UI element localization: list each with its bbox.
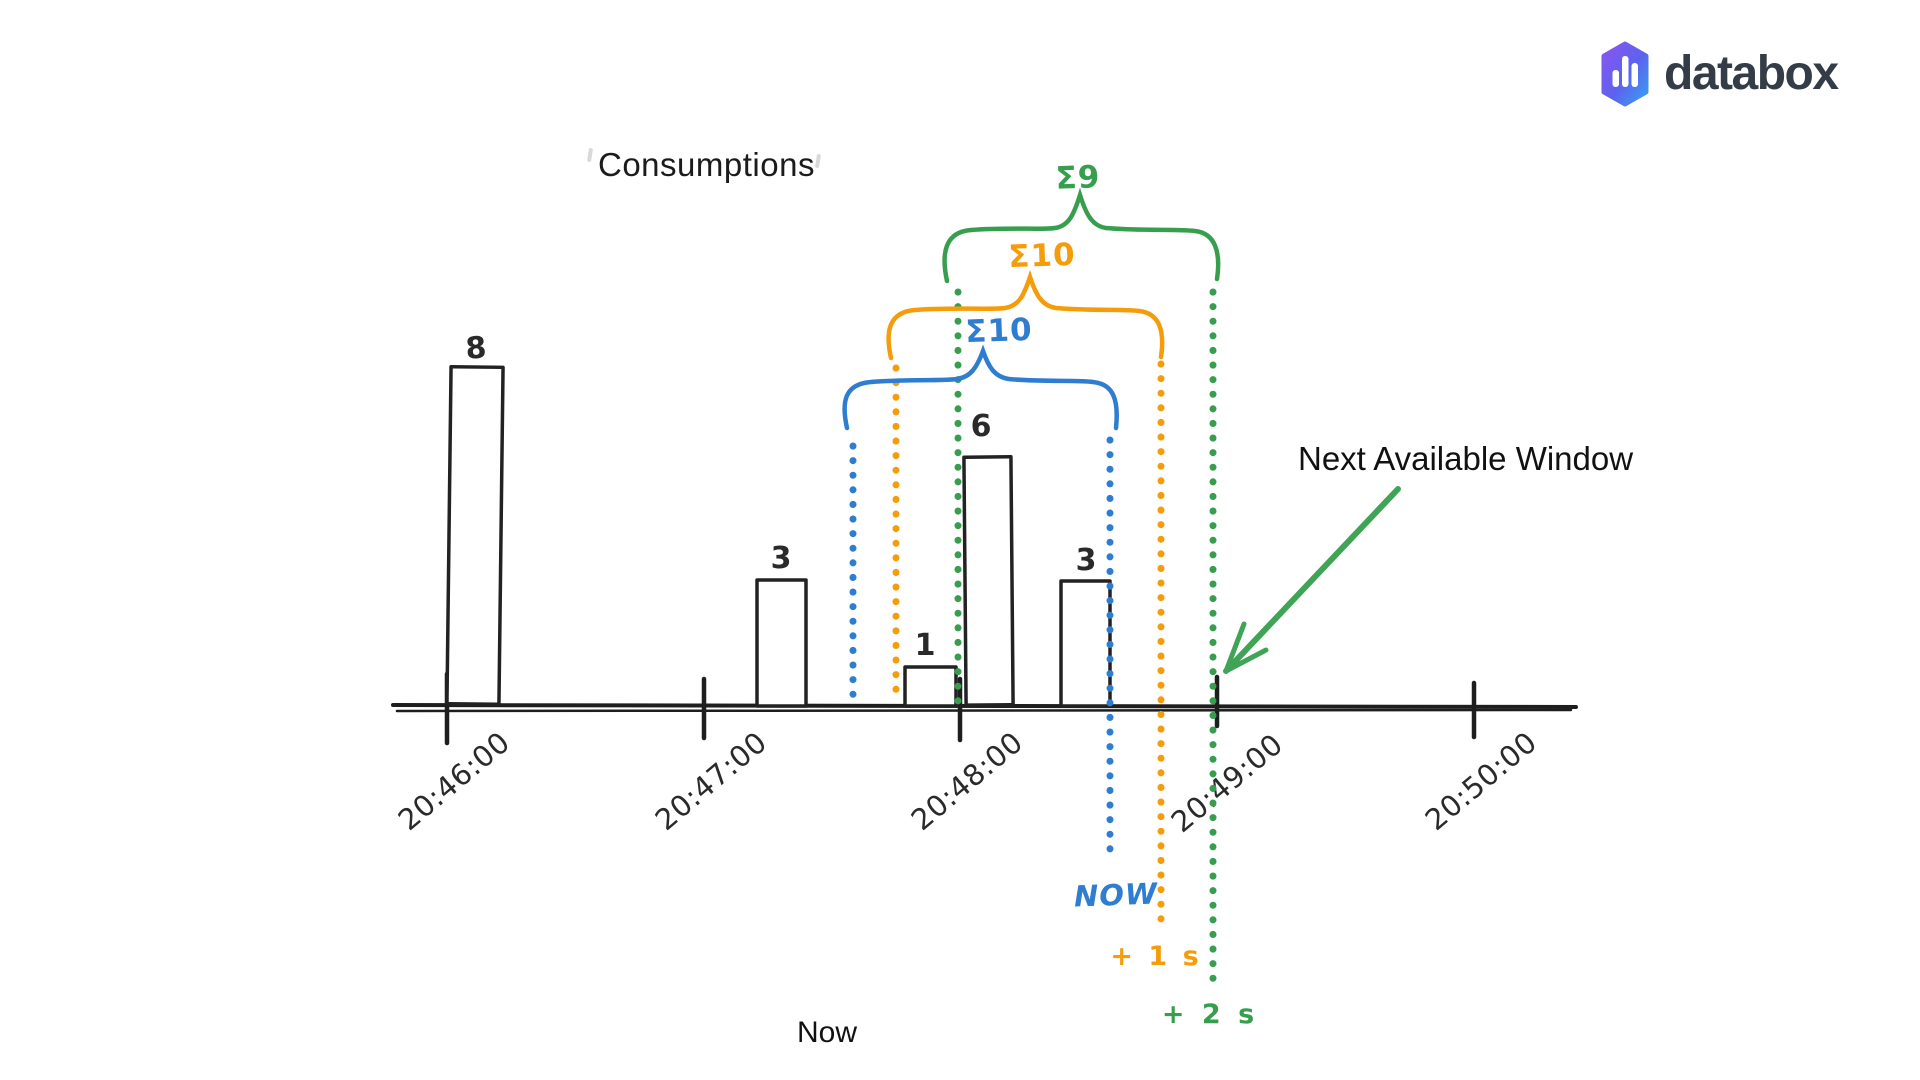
plus-1s-marker: + 1 s [1110, 941, 1202, 972]
logo-bar-short [1612, 70, 1619, 87]
tick-label-2048: 20:48:00 [904, 724, 1030, 838]
tick-label-2049: 20:49:00 [1164, 726, 1290, 840]
bar-value-3b: 3 [1075, 543, 1097, 578]
bar-value-6: 6 [970, 409, 992, 444]
chart-title: Consumptions [598, 146, 815, 183]
databox-hexagon-icon [1601, 41, 1649, 107]
bar-value-8: 8 [464, 330, 488, 367]
bar-value-3a: 3 [770, 541, 792, 576]
now-marker: NOW [1073, 876, 1159, 914]
stray-mark-left [586, 147, 594, 163]
sum-label-blue: Σ10 [964, 311, 1034, 351]
tick-label-2046: 20:46:00 [391, 724, 517, 838]
now-caption: Now [797, 1016, 858, 1049]
sum-label-green: Σ9 [1055, 159, 1101, 197]
databox-logo: databox [1599, 40, 1909, 108]
stray-mark-right [814, 153, 822, 169]
next-available-window-label: Next Available Window [1298, 440, 1634, 477]
logo-bar-mid [1631, 63, 1638, 87]
logo-bar-tall [1622, 56, 1629, 87]
plus-2s-marker: + 2 s [1161, 999, 1259, 1030]
sum-label-orange: Σ10 [1007, 236, 1077, 276]
bar-value-1: 1 [914, 628, 936, 663]
brand-name: databox [1664, 47, 1839, 100]
tick-label-2047: 20:47:00 [648, 724, 774, 838]
tick-label-2050: 20:50:00 [1418, 724, 1544, 838]
